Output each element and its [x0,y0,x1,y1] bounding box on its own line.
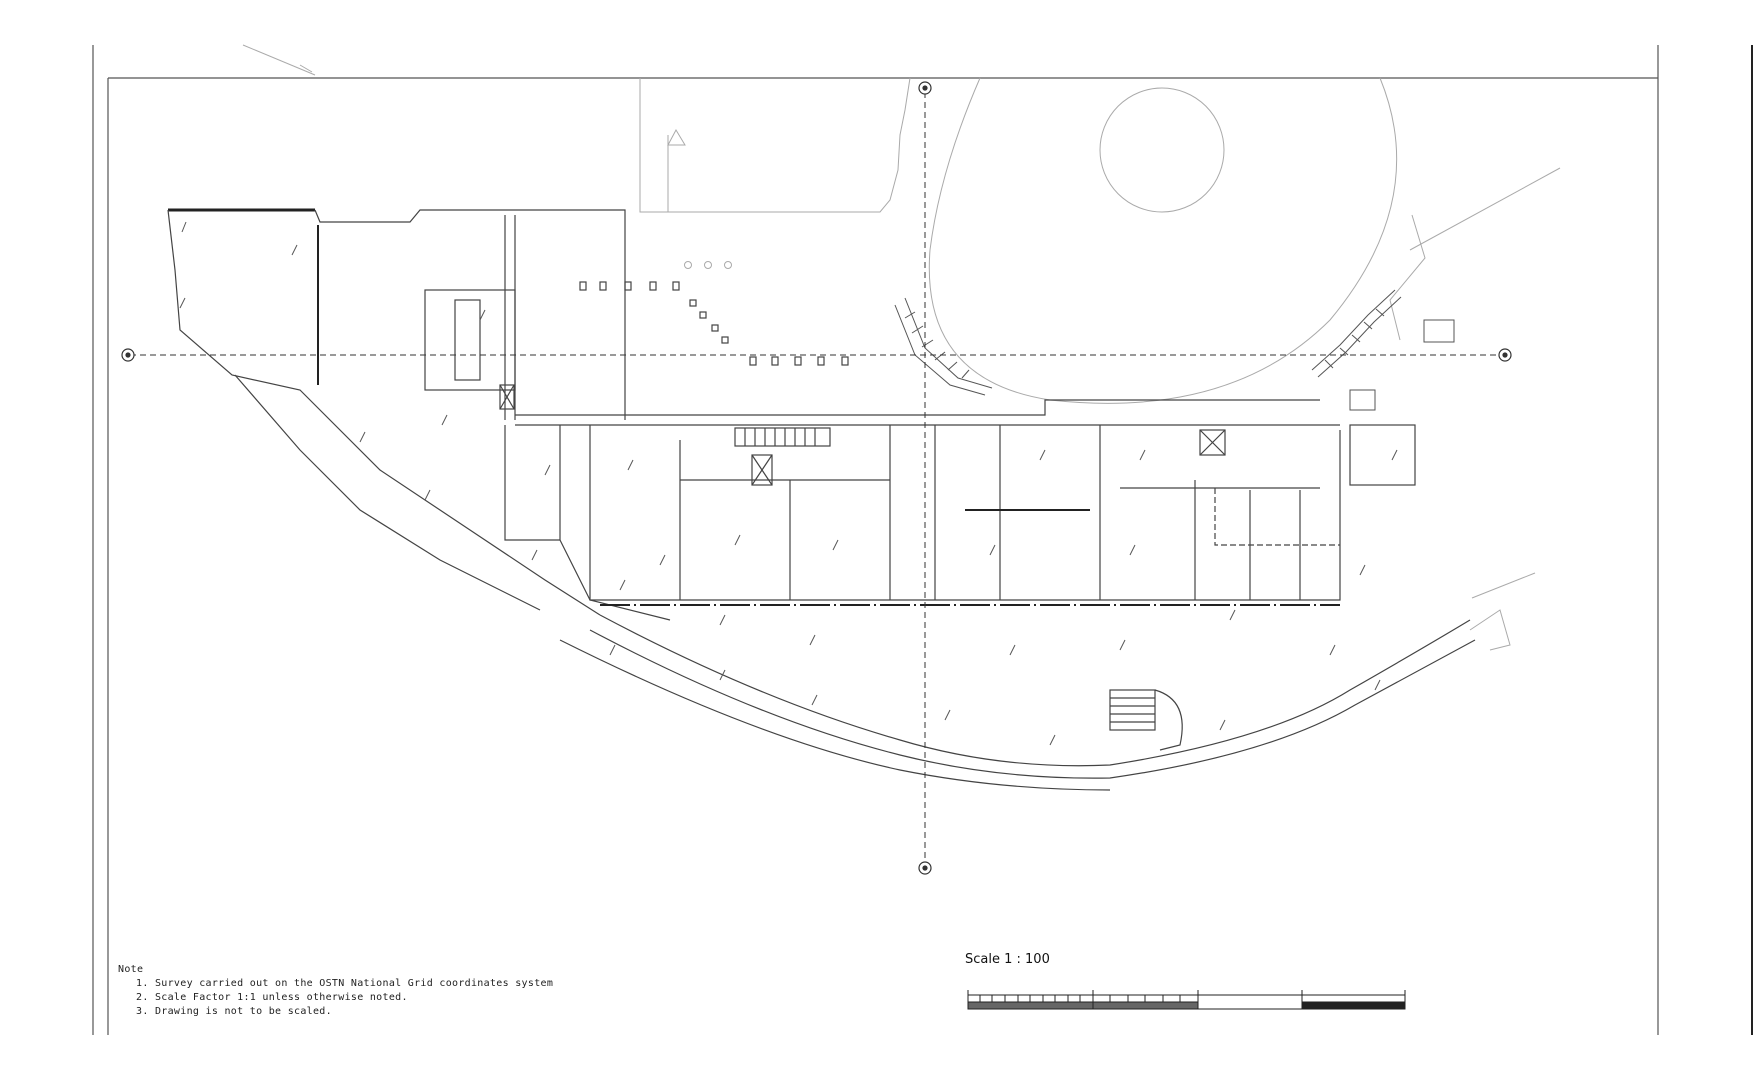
scale-bar [967,990,1406,1010]
parking-bays [894,289,1455,411]
note-item-3: 3. Drawing is not to be scaled. [136,1006,332,1017]
note-item-2: 2. Scale Factor 1:1 unless otherwise not… [136,992,408,1003]
level-annotations [179,221,1398,746]
grid-markers [121,81,1512,875]
site-context [639,77,1561,651]
drawing-notes: Note 1. Survey carried out on the OSTN N… [118,963,553,1019]
north-arrow-icon [242,44,316,76]
sheet-border [92,45,1753,1035]
grid-axes [130,92,1505,862]
note-item-1: 1. Survey carried out on the OSTN Nation… [136,978,554,989]
notes-heading: Note [118,964,144,975]
scale-title: Scale 1 : 100 [965,952,1050,967]
bollards [579,281,849,366]
building-outline [167,208,1476,791]
